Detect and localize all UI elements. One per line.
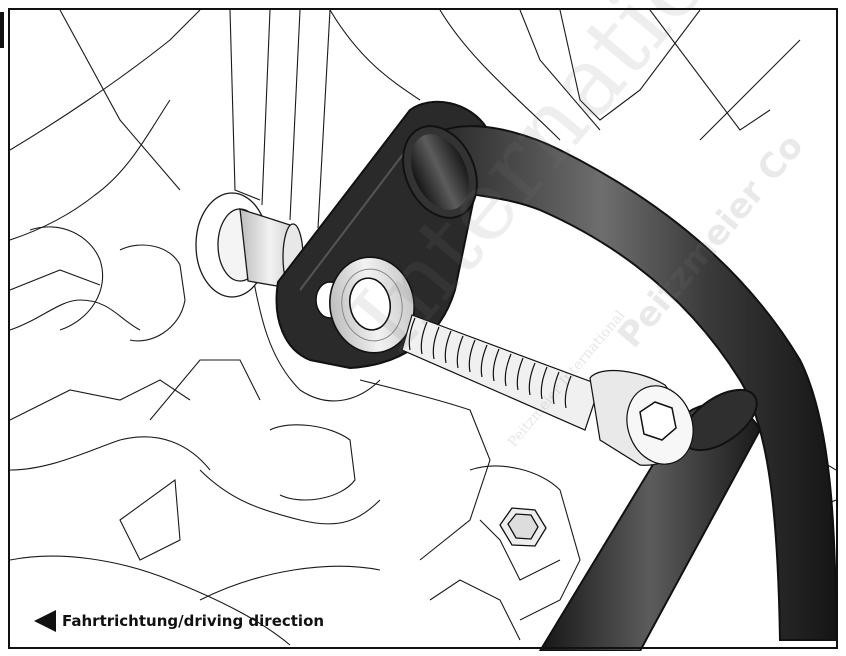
figure-border <box>8 8 838 649</box>
direction-text: Fahrtrichtung/driving direction <box>62 612 325 630</box>
crash-bar-lower-tube <box>538 388 762 652</box>
spacer-washer <box>329 256 415 354</box>
driving-direction-label: Fahrtrichtung/driving direction <box>34 610 324 632</box>
hex-nut <box>499 507 547 547</box>
corner-marker <box>0 12 4 48</box>
threaded-bolt <box>401 314 694 466</box>
frame-bushing <box>195 192 304 298</box>
arrow-left-icon <box>34 610 56 632</box>
crash-bar-tube <box>402 125 838 641</box>
